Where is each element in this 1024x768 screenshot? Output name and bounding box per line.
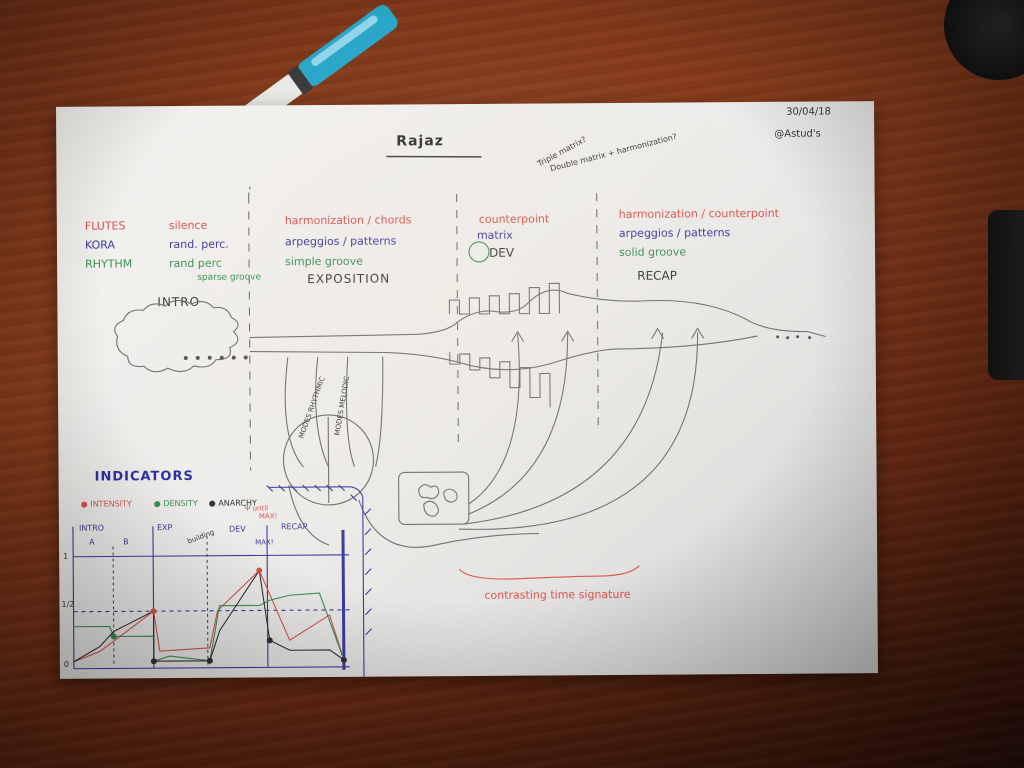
indicators-chart <box>72 484 373 677</box>
dark-device <box>988 210 1024 380</box>
sketch-paper: Rajaz 30/04/18 @Astud's Triple matrix? D… <box>56 101 878 679</box>
